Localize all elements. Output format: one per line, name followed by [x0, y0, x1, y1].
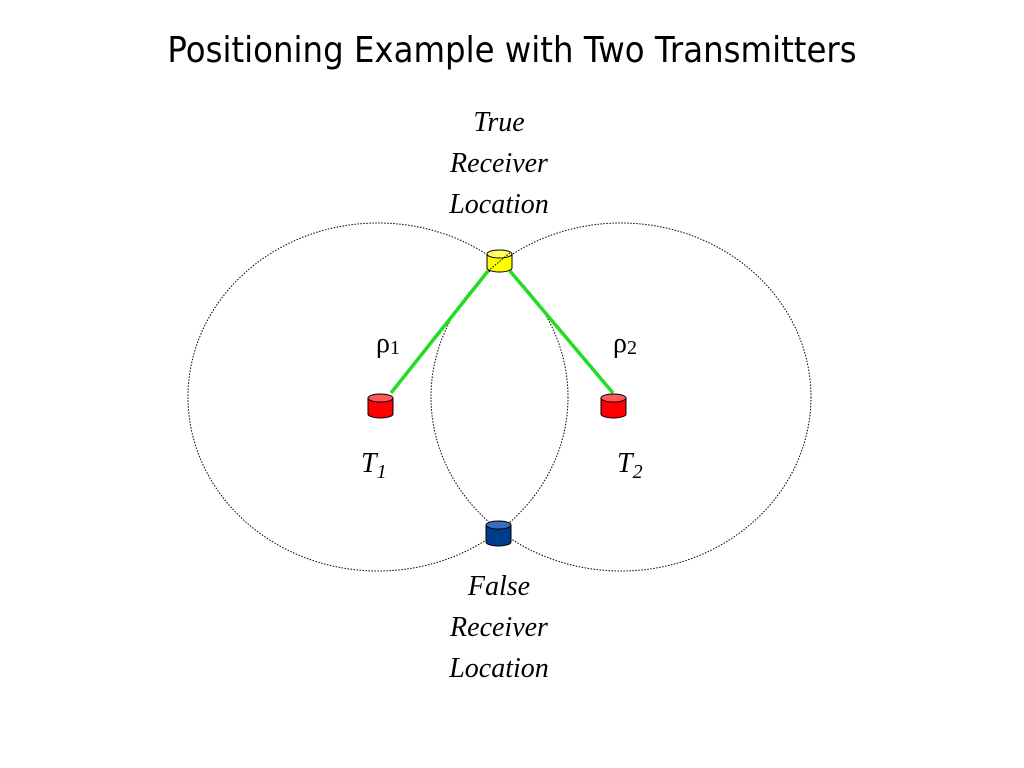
- transmitter-2-marker: [600, 393, 627, 419]
- true-receiver-marker: [486, 249, 513, 273]
- true-receiver-label: True Receiver Location: [448, 107, 549, 220]
- range-line-1: [389, 269, 490, 395]
- transmitter-1-index: 1: [377, 461, 387, 483]
- transmitter-1-label: T1: [361, 448, 387, 483]
- slide-title: Positioning Example with Two Transmitter…: [167, 30, 857, 71]
- false-receiver-label-line-1: False: [467, 571, 530, 602]
- range-label-1: ρ1: [376, 328, 400, 359]
- range-line-2: [508, 269, 615, 395]
- true-receiver-label-line-2: Receiver: [449, 148, 548, 179]
- range-label-2-symbol: ρ: [613, 328, 627, 359]
- range-label-1-symbol: ρ: [376, 328, 390, 359]
- transmitter-2-letter: T: [617, 448, 635, 479]
- transmitter-2-index: 2: [633, 461, 643, 483]
- range-circle-1: [187, 222, 569, 572]
- true-receiver-label-line-3: Location: [448, 189, 549, 220]
- range-label-2: ρ2: [613, 328, 637, 359]
- false-receiver-label: False Receiver Location: [448, 571, 549, 684]
- transmitter-1-marker: [367, 393, 394, 419]
- false-receiver-marker: [485, 520, 512, 547]
- range-circle-2: [430, 222, 812, 572]
- range-label-2-index: 2: [627, 337, 637, 359]
- range-label-1-index: 1: [390, 337, 400, 359]
- true-receiver-label-line-1: True: [473, 107, 524, 138]
- false-receiver-label-line-3: Location: [448, 653, 549, 684]
- transmitter-1-letter: T: [361, 448, 379, 479]
- false-receiver-label-line-2: Receiver: [449, 612, 548, 643]
- transmitter-2-label: T2: [617, 448, 643, 483]
